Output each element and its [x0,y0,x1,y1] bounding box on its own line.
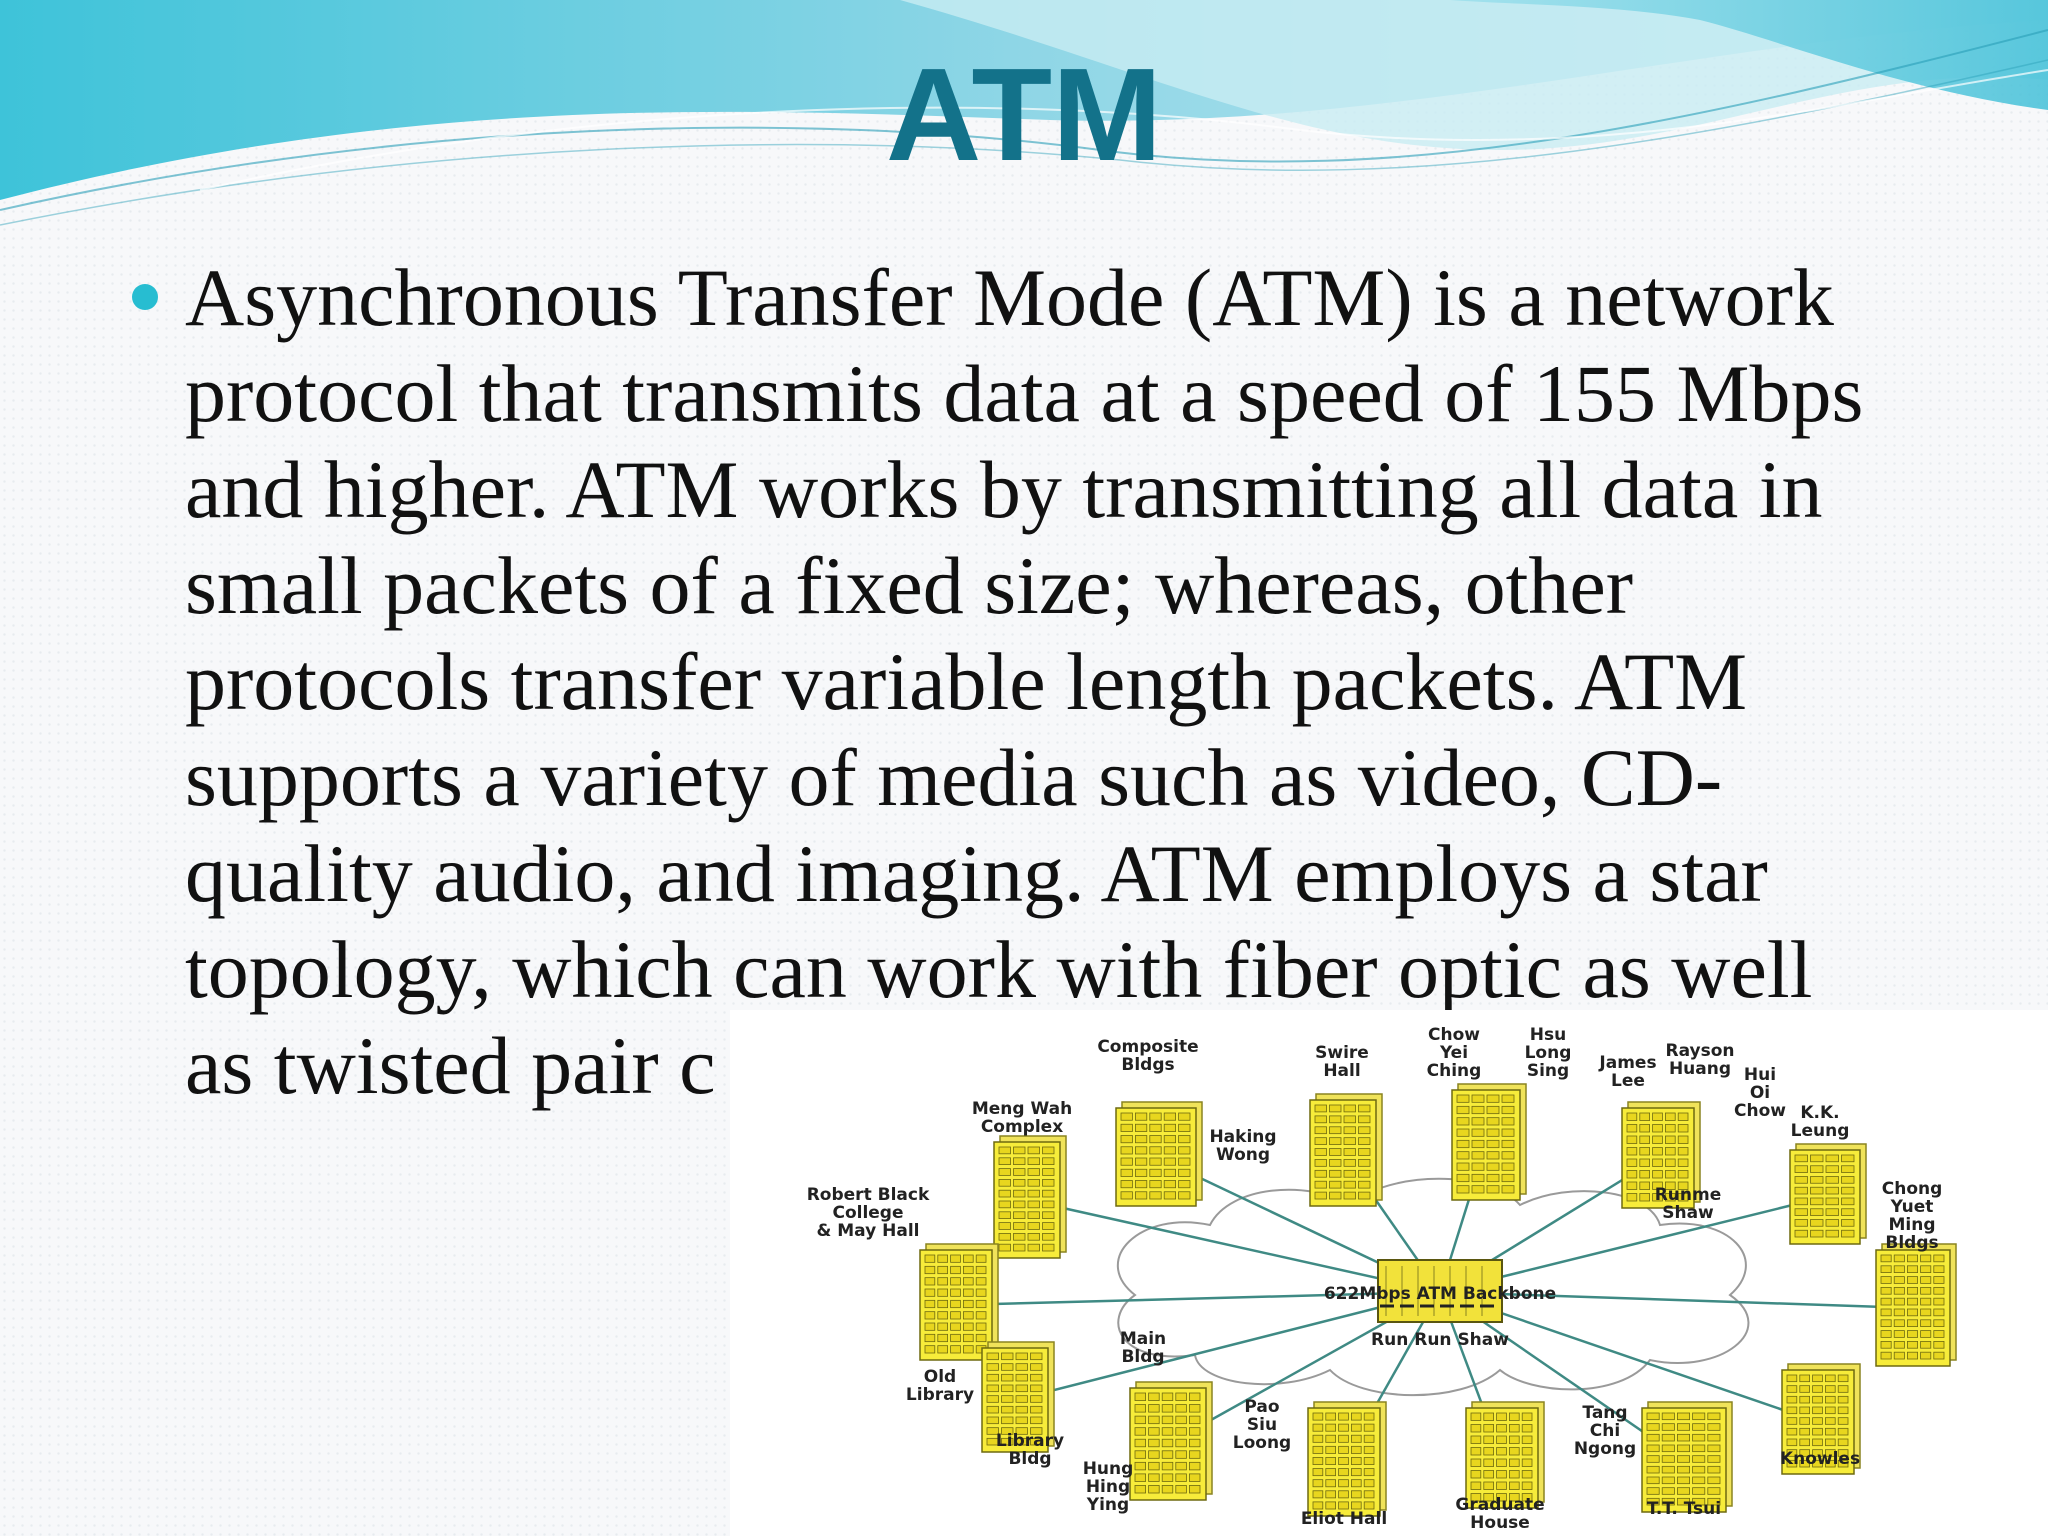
bullet-dot-icon [132,284,158,310]
building-icon [1451,1083,1527,1201]
building-icon [1621,1101,1701,1209]
bullet-line: protocol that transmits data at a speed … [185,348,1864,439]
link-line [1439,1290,1914,1310]
building-icon [981,1341,1055,1453]
bullet-line: and higher. ATM works by transmitting al… [185,444,1823,535]
building-icon [993,1135,1067,1259]
node-label-knowles: Knowles [1780,1449,1860,1469]
building-icon [1781,1363,1861,1475]
bullet-line: quality audio, and imaging. ATM employs … [185,828,1768,919]
building-icon [1115,1101,1203,1207]
building-icon [1309,1093,1383,1207]
atm-switch-icon [1377,1259,1503,1323]
building-icon [1789,1143,1867,1245]
node-label-kk-leung: K.K.Leung [1791,1103,1850,1141]
link-line [1014,1290,1441,1402]
backbone-label: 622Mbps ATM Backbone [1324,1284,1556,1304]
link-line [1439,1195,1826,1294]
node-label-tt-tsui: T.T. Tsui [1647,1499,1721,1519]
bullet-line: protocols transfer variable length packe… [185,636,1748,727]
building-icon [919,1243,999,1361]
building-icon [1465,1401,1545,1509]
header-wave-decoration [0,0,2048,226]
building-icon [1129,1381,1213,1501]
link-line [955,1290,1441,1307]
backbone-sublabel: Run Run Shaw [1371,1330,1509,1350]
building-icon [1641,1401,1733,1513]
bullet-line: topology, which can work with fiber opti… [185,924,1813,1015]
building-icon [1307,1401,1387,1517]
bullet-line: as twisted pair c [185,1020,716,1111]
building-icon [1875,1243,1957,1367]
bullet-line: small packets of a fixed size; whereas, … [185,540,1634,631]
node-label-eliot-hall: Eliot Hall [1301,1509,1387,1529]
link-line [1026,1198,1441,1294]
slide-title: ATM [885,41,1163,188]
bullet-text: Asynchronous Transfer Mode (ATM) is a ne… [185,250,1965,1114]
bullet-line: Asynchronous Transfer Mode (ATM) is a ne… [185,252,1834,343]
bullet-line: supports a variety of media such as vide… [185,732,1723,823]
